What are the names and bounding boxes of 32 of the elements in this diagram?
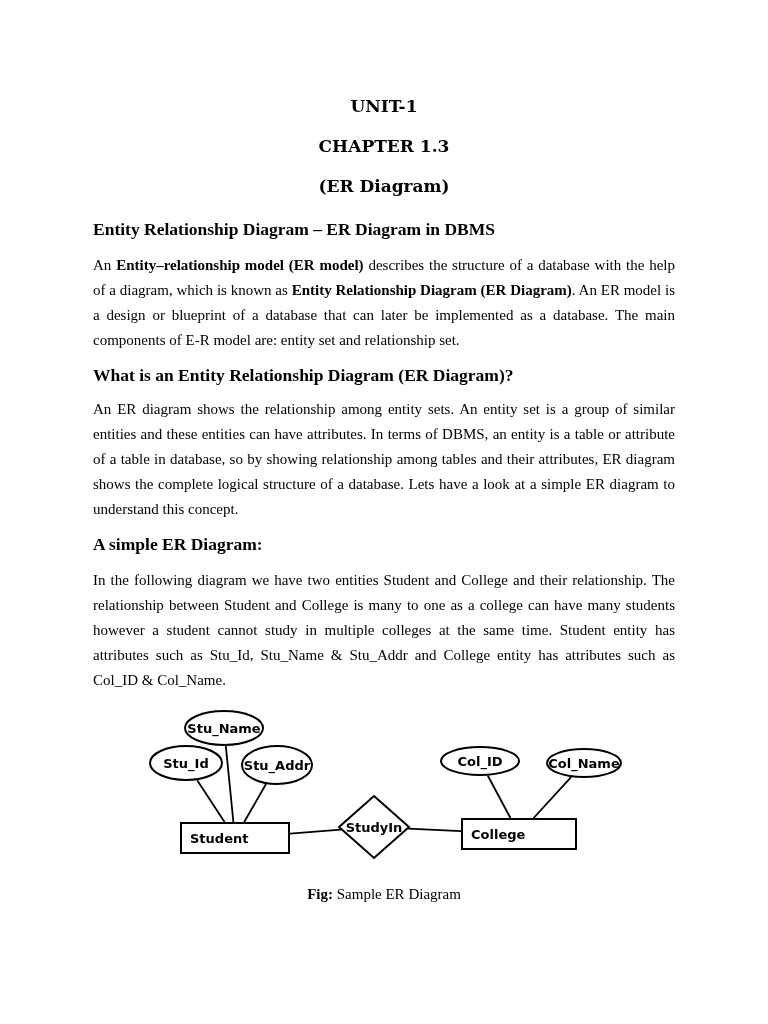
paragraph: In the following diagram we have two entities Student and College and their relationship. The relationship between Student and College is many to one as a college can have many students however a student cannot study in multiple colleges at the same time. Student entity has attributes such as Stu_Id, Stu_Name & Stu_Addr and College entity has attributes such as Col_ID & Col_Name. xyxy=(93,571,675,690)
node-label: Stu_Name xyxy=(187,720,261,736)
node-label: Col_ID xyxy=(457,753,503,769)
entity-rectangle xyxy=(180,822,290,854)
attribute-ellipse xyxy=(546,748,622,778)
attribute-ellipse xyxy=(149,745,223,781)
section-heading: Entity Relationship Diagram – ER Diagram in DBMS xyxy=(93,219,496,240)
node-label: Col_Name xyxy=(548,755,620,771)
chapter-heading: CHAPTER 1.3 xyxy=(317,136,451,156)
attribute-ellipse xyxy=(241,745,313,785)
connector-line xyxy=(243,783,267,823)
paragraph: An ER diagram shows the relationship among entity sets. An entity set is a group of similar entities and these entities can have attributes. In terms of DBMS, an entity is a table or attribute of a table in database, so by showing relationship among tables and their attributes, ER diagram shows the complete logical structure of a database. Lets have a look at a simple ER diagram to understand this concept. xyxy=(93,400,675,519)
node-label: Stu_Id xyxy=(163,755,209,771)
connector-line xyxy=(196,779,226,823)
unit-heading: UNIT-1 xyxy=(349,96,419,116)
connector-line xyxy=(407,827,462,833)
connector-line xyxy=(532,776,572,819)
connector-line xyxy=(486,774,512,819)
attribute-ellipse xyxy=(440,746,520,776)
figure-caption: Fig: Sample ER Diagram xyxy=(306,886,462,903)
node-label: StudyIn xyxy=(345,819,403,835)
subject-heading: (ER Diagram) xyxy=(317,176,451,196)
attribute-ellipse xyxy=(184,710,264,746)
connector-line xyxy=(289,828,342,835)
section-heading: A simple ER Diagram: xyxy=(93,534,263,555)
node-label: Stu_Addr xyxy=(243,757,311,773)
entity-rectangle xyxy=(461,818,577,850)
paragraph: An Entity–relationship model (ER model) describes the structure of a database with the help of a diagram, which is known as Entity Relationship Diagram (ER Diagram). An ER model is a design or blueprint of a database that can later be implemented as a database. The main components of E-R model are: entity set and relationship set. xyxy=(93,256,675,350)
relationship-diamond xyxy=(338,795,410,859)
node-label: Student xyxy=(190,830,249,846)
section-heading: What is an Entity Relationship Diagram (ER Diagram)? xyxy=(93,365,514,386)
node-label: College xyxy=(471,826,526,842)
